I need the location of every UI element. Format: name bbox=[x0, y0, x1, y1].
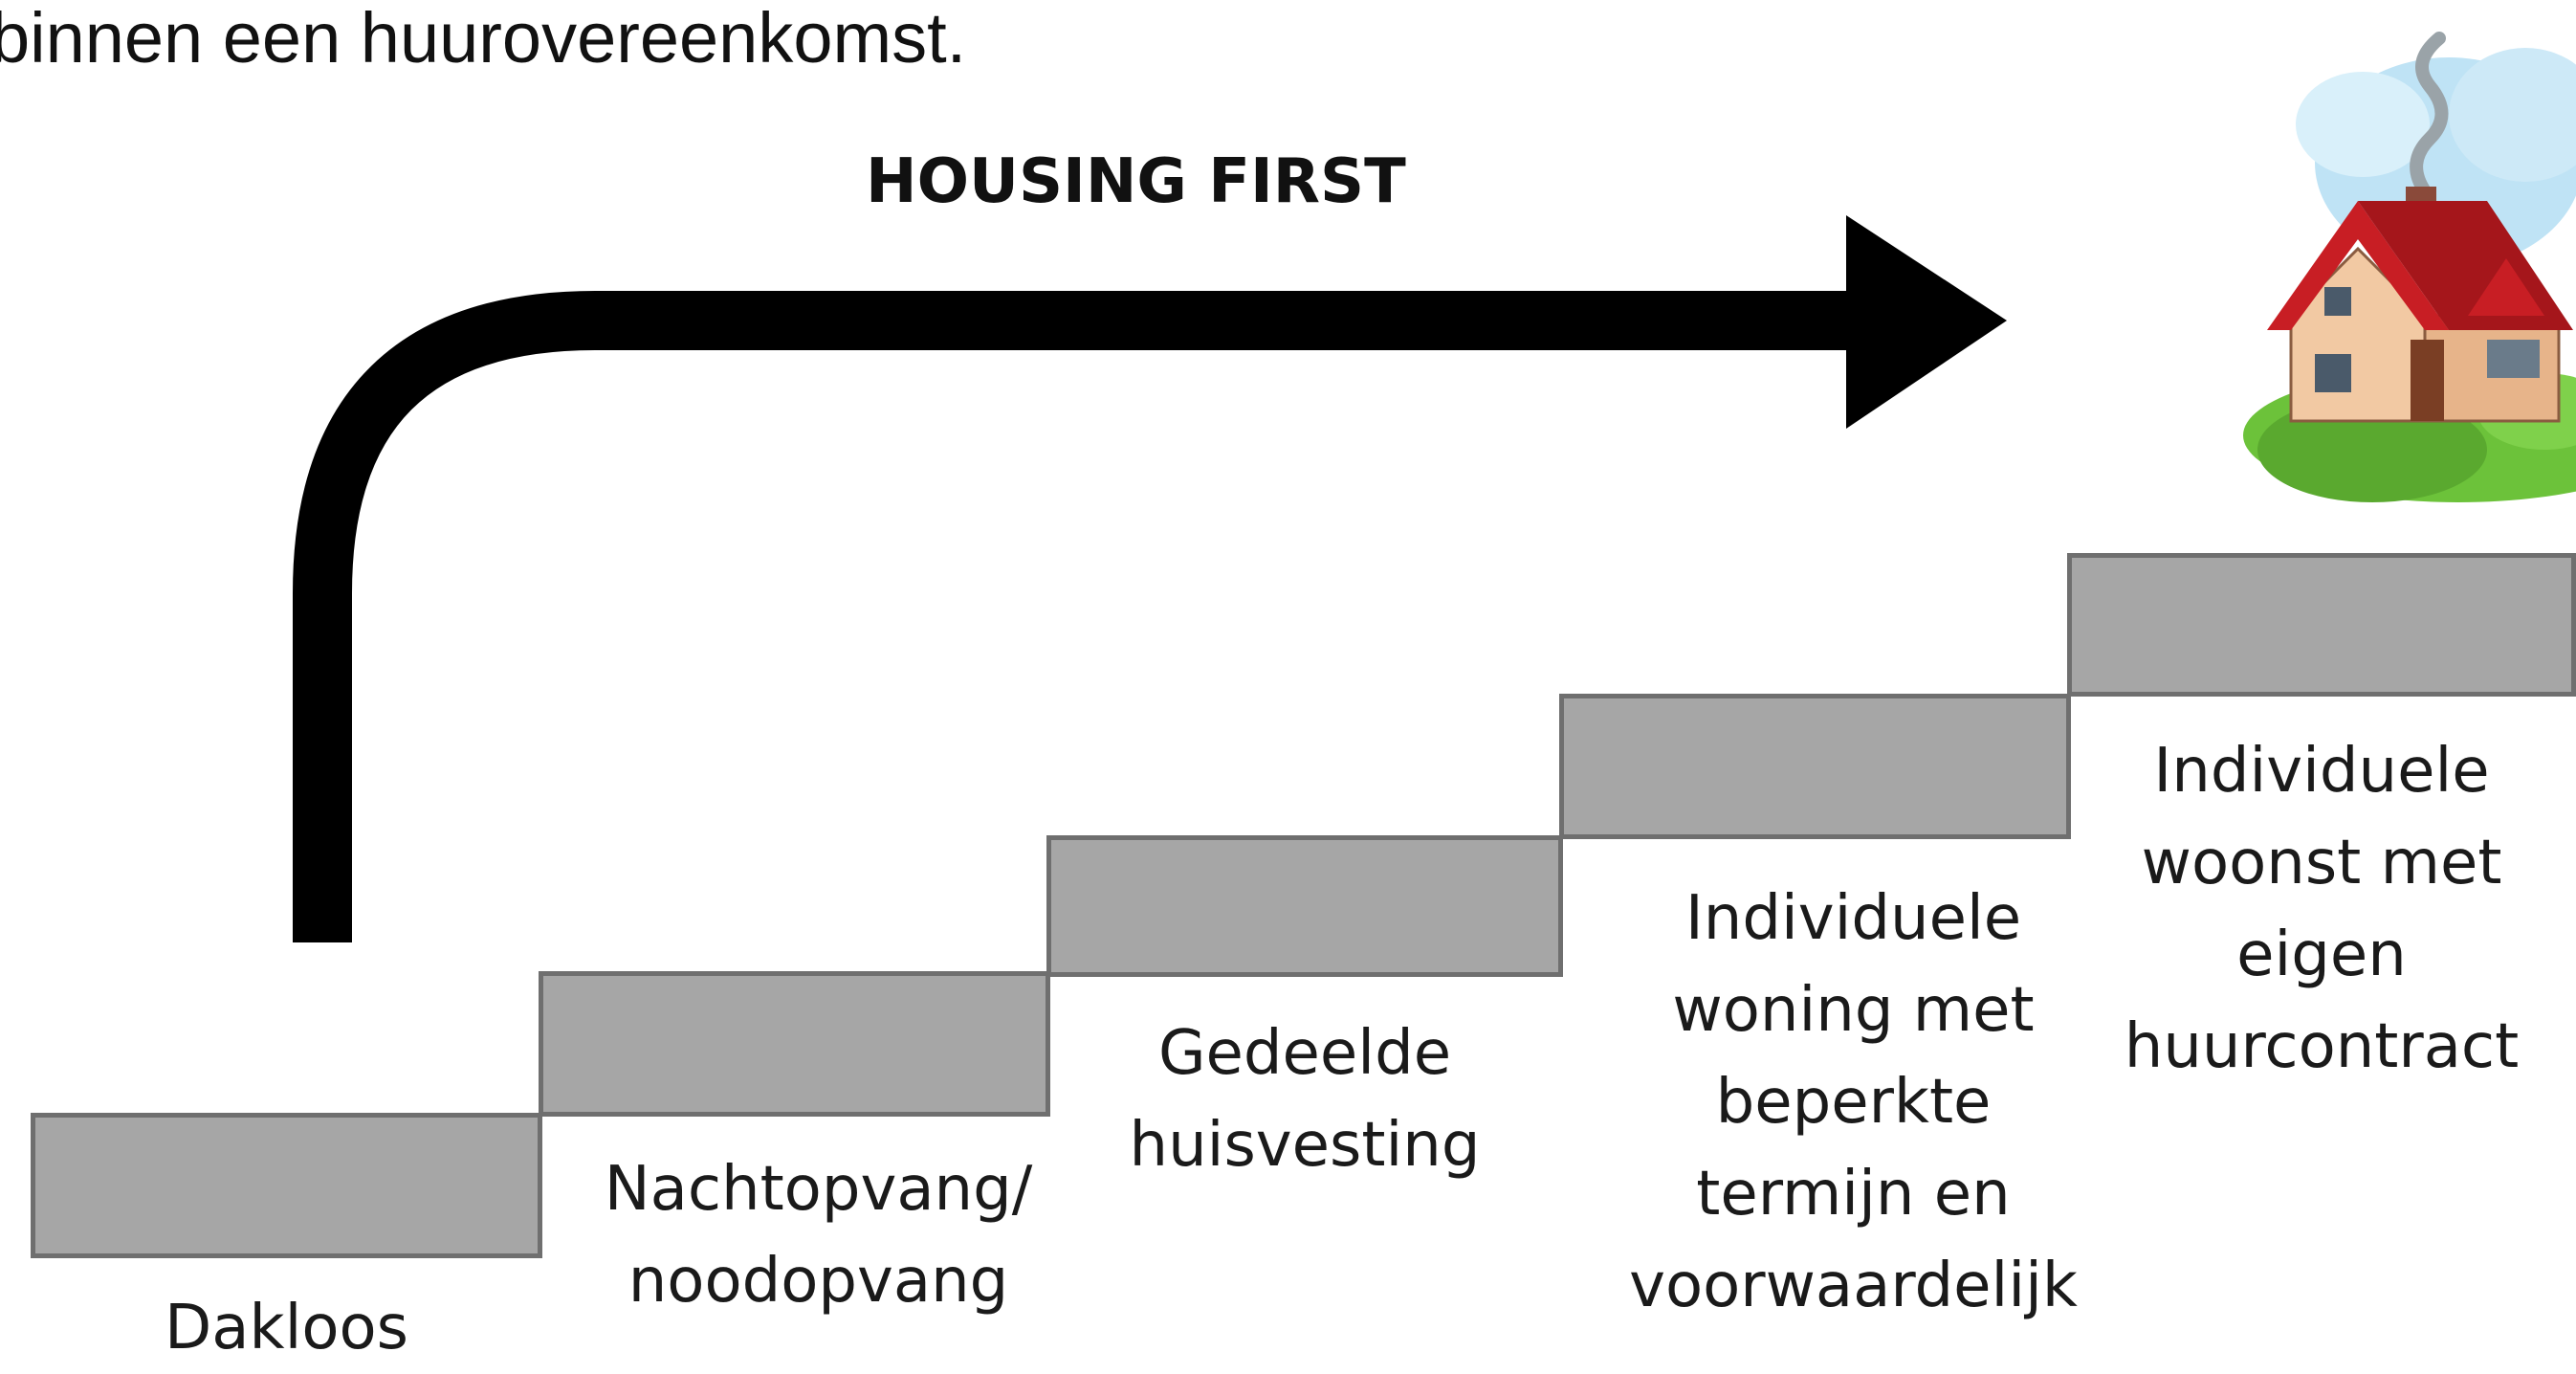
curved-arrow-icon bbox=[293, 215, 2007, 942]
house-icon bbox=[2243, 32, 2576, 502]
step-4-label: Individuele woning met beperkte termijn … bbox=[1629, 883, 2078, 1321]
step-4-block bbox=[1559, 694, 2071, 839]
step-2-block bbox=[539, 971, 1050, 1117]
step-1-block bbox=[31, 1113, 542, 1258]
step-1-label: Dakloos bbox=[165, 1293, 408, 1363]
step-3-label: Gedeelde huisvesting bbox=[1129, 1018, 1481, 1181]
step-5-block bbox=[2067, 553, 2576, 697]
top-caption: binnen een huurovereenkomst. bbox=[0, 0, 967, 78]
step-5-label: Individuele woonst met eigen huurcontrac… bbox=[2124, 736, 2520, 1082]
step-2-label: Nachtopvang/ noodopvang bbox=[604, 1154, 1033, 1317]
diagram-title: HOUSING FIRST bbox=[866, 146, 1406, 217]
step-3-block bbox=[1046, 835, 1563, 977]
